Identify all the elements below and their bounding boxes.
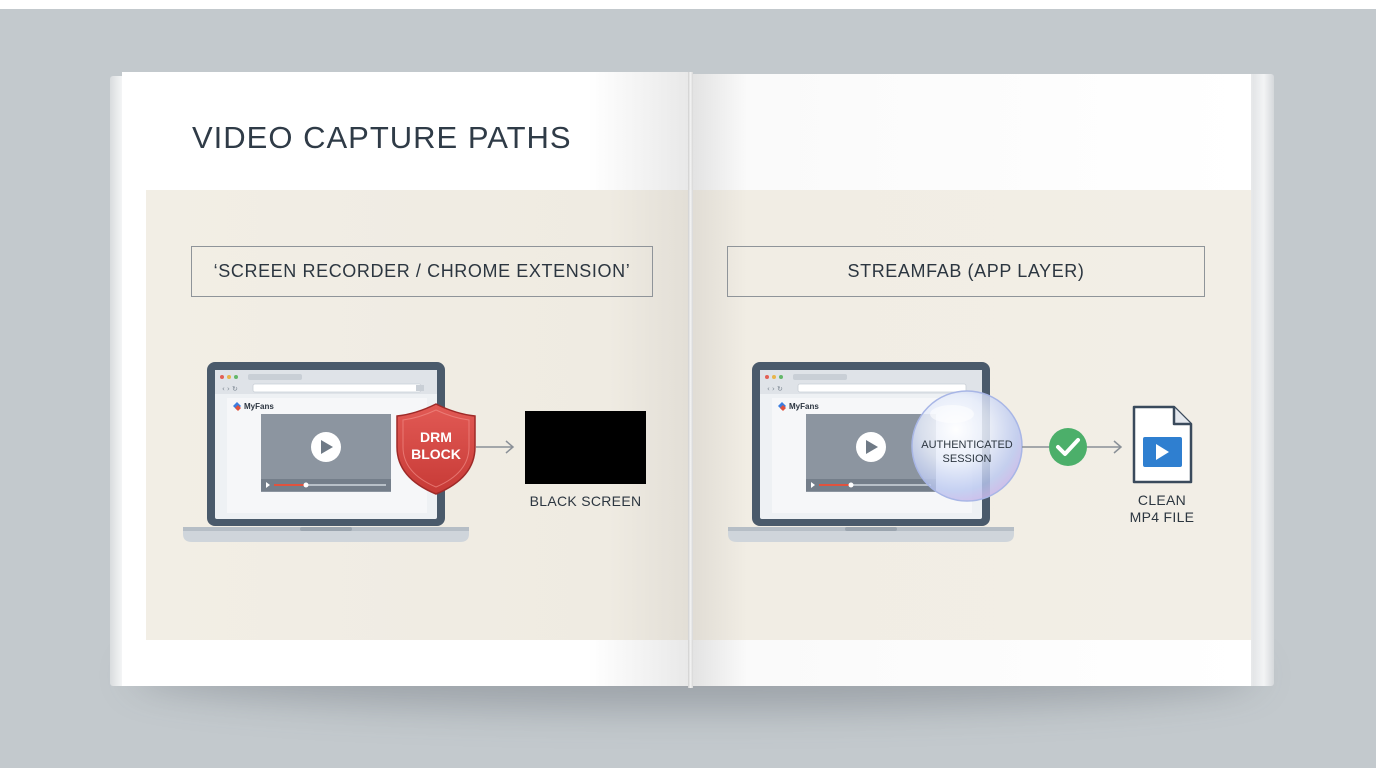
svg-text:‹ › ↻: ‹ › ↻	[767, 385, 783, 393]
mp4-caption-line1: CLEAN	[1137, 492, 1187, 508]
bubble-line1: AUTHENTICATED	[921, 439, 1013, 451]
myfans-logo-icon	[778, 402, 786, 411]
shield-line1: DRM	[420, 429, 452, 445]
page-title: VIDEO CAPTURE PATHS	[192, 120, 572, 155]
book-gutter	[688, 72, 693, 688]
black-screen-box	[525, 411, 646, 484]
left-path-label: ‘SCREEN RECORDER / CHROME EXTENSION’	[191, 246, 653, 297]
mp4-file-icon	[1132, 405, 1193, 484]
background-strip	[0, 0, 1376, 9]
right-browser-site: MyFans	[789, 402, 819, 411]
bubble-line2: SESSION	[943, 453, 992, 465]
drm-shield-icon: DRM BLOCK	[396, 403, 476, 495]
check-icon	[1049, 428, 1087, 466]
svg-text:‹ › ↻: ‹ › ↻	[222, 385, 238, 393]
left-browser-site: MyFans	[244, 402, 274, 411]
black-screen-caption: BLACK SCREEN	[529, 493, 642, 509]
right-path-label: STREAMFAB (APP LAYER)	[727, 246, 1205, 297]
mp4-caption-line2: MP4 FILE	[1129, 509, 1195, 525]
left-laptop-icon: ‹ › ↻ MyFans	[183, 362, 469, 542]
right-arrow-icon	[1087, 440, 1123, 454]
myfans-logo-icon	[233, 402, 241, 411]
shield-line2: BLOCK	[411, 446, 461, 462]
authenticated-session-bubble: AUTHENTICATED SESSION	[911, 390, 1023, 502]
left-arrow-icon	[476, 440, 515, 454]
